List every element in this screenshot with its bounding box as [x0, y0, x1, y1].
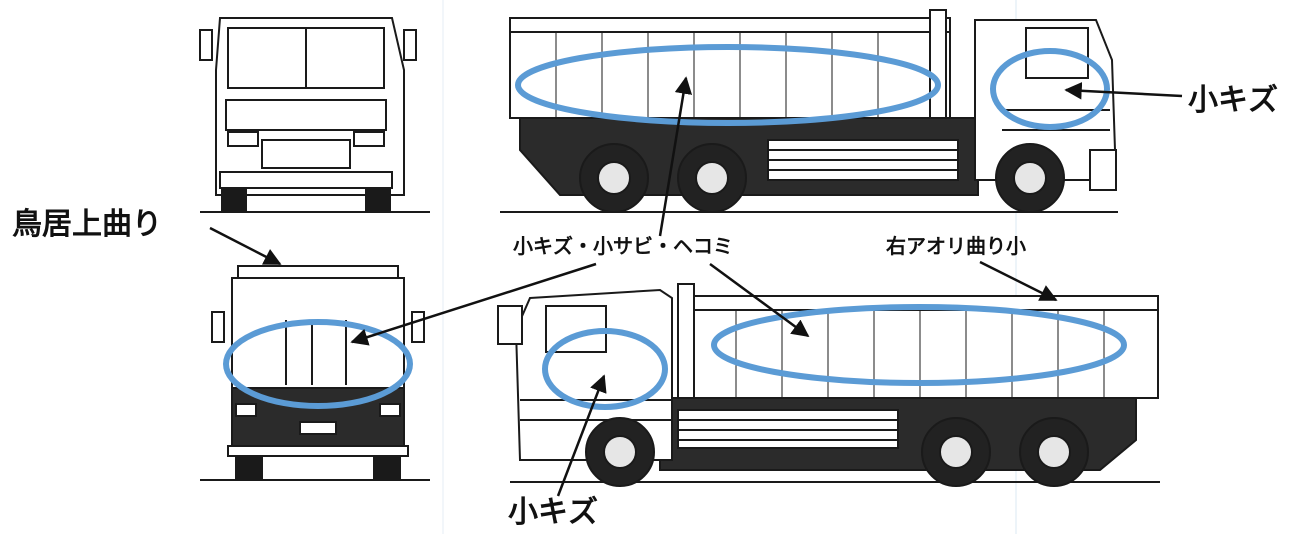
label-cab-scratch-top: 小キズ — [1188, 83, 1278, 118]
arrow-body-to-top — [658, 76, 693, 237]
arrow-bottom-cab — [556, 374, 607, 497]
highlight-bottom-body — [711, 304, 1127, 386]
label-body-damage: 小キズ・小サビ・ヘコミ — [513, 234, 733, 258]
truck-rear-view — [200, 265, 430, 481]
label-torii-bend: 鳥居上曲り — [12, 207, 162, 242]
arrow-body-to-rear — [350, 262, 597, 346]
arrow-top-cab — [1064, 82, 1183, 100]
highlight-top-body — [515, 44, 941, 126]
callout-arrows — [209, 76, 1183, 497]
truck-front-view — [199, 17, 430, 213]
arrow-body-to-bottom — [709, 262, 810, 338]
label-cab-scratch-bottom: 小キズ — [508, 495, 598, 530]
damage-highlights — [223, 44, 1127, 410]
label-right-gate-bend: 右アオリ曲り小 — [886, 234, 1026, 258]
highlight-rear-gate — [223, 319, 413, 409]
truck-side-view-right — [497, 283, 1160, 487]
highlight-top-cab — [990, 48, 1110, 130]
arrow-right-gate — [979, 260, 1058, 302]
arrow-torii — [209, 226, 282, 266]
highlight-bottom-cab — [542, 328, 668, 410]
truck-side-view-left — [500, 9, 1118, 213]
